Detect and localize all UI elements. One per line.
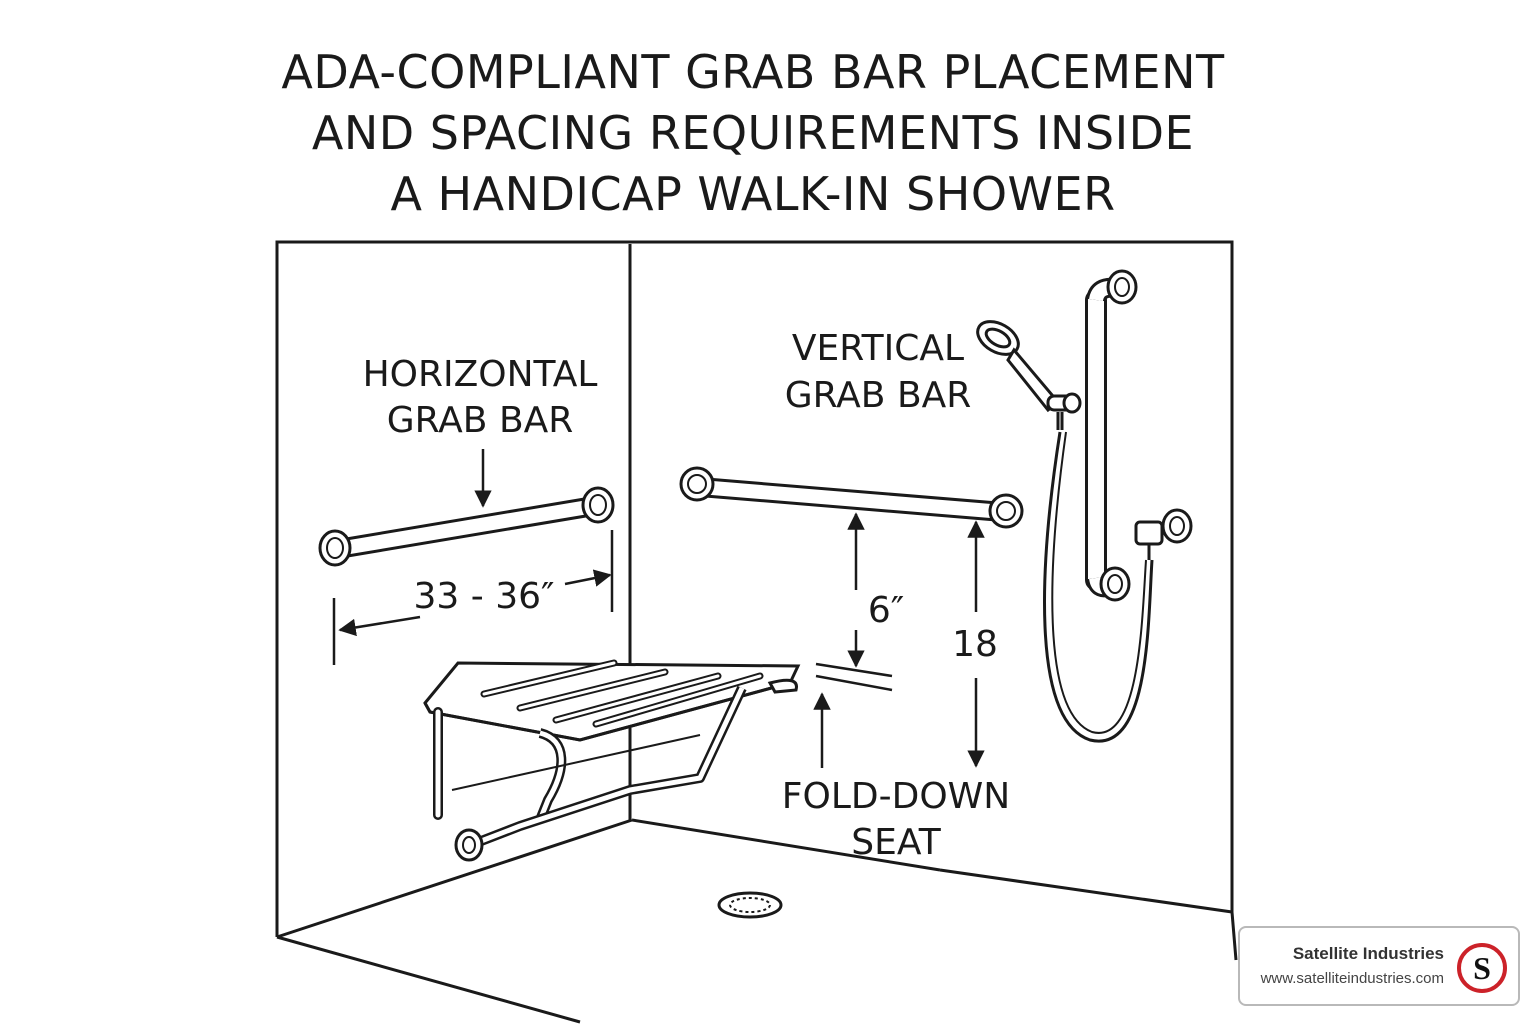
vertical-grab-bar-label-line1: VERTICAL [792, 328, 964, 369]
bar-length-dimension [332, 530, 614, 665]
shower-enclosure [275, 240, 1238, 1024]
satellite-logo-icon: S [1457, 943, 1507, 993]
floor-edge-back [631, 818, 941, 872]
back-wall-outline [275, 240, 1234, 937]
floor-edge-right [939, 868, 1233, 914]
brand-badge: Satellite Industries www.satelliteindust… [1238, 926, 1520, 1006]
title-line-3: A HANDICAP WALK-IN SHOWER [390, 167, 1116, 221]
bar-height-label: 18 [952, 624, 998, 665]
vertical-grab-bar-label-line2: GRAB BAR [785, 375, 972, 416]
title-line-1: ADA-COMPLIANT GRAB BAR PLACEMENT [281, 45, 1225, 99]
fold-down-seat-label-line1: FOLD-DOWN [782, 776, 1010, 817]
seat-height-reference [815, 662, 893, 692]
brand-url: www.satelliteindustries.com [1260, 970, 1444, 987]
hand-shower [976, 320, 1193, 743]
logo-ring [1457, 943, 1507, 993]
diagram-title: ADA-COMPLIANT GRAB BAR PLACEMENT AND SPA… [0, 42, 1506, 225]
brand-name: Satellite Industries [1292, 944, 1444, 963]
floor-edge-left [276, 818, 633, 939]
fold-down-seat [423, 659, 801, 862]
back-wall-grab-bar [679, 466, 1024, 529]
bar-length-label: 33 - 36″ [414, 576, 555, 617]
floor-front-right [1230, 911, 1238, 961]
horizontal-grab-bar-label-line2: GRAB BAR [387, 400, 574, 441]
fold-down-seat-label-line2: SEAT [851, 822, 941, 863]
title-line-2: AND SPACING REQUIREMENTS INSIDE [311, 106, 1195, 160]
horizontal-grab-bar-label-line1: HORIZONTAL [363, 354, 598, 395]
seat-to-bar-label: 6″ [868, 590, 904, 631]
horizontal-grab-bar [318, 486, 615, 567]
logo-letter: S [1473, 950, 1491, 986]
floor-front-left [276, 935, 581, 1024]
vertical-grab-bar [1085, 269, 1138, 602]
floor-drain [717, 891, 783, 919]
